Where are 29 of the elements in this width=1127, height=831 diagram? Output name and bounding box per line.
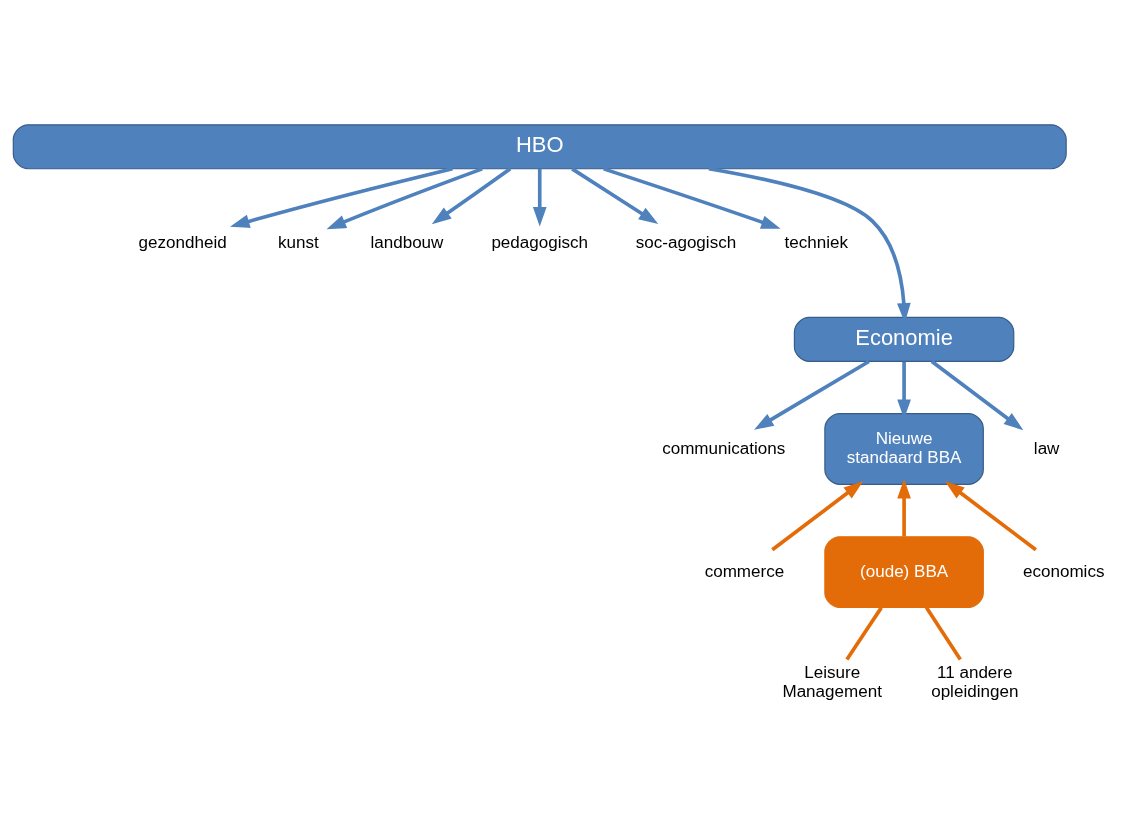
- node-text: communications: [662, 438, 786, 458]
- node-text: law: [1033, 438, 1060, 458]
- connector: [845, 606, 883, 661]
- arrow: [603, 167, 781, 229]
- arrow: [571, 167, 659, 225]
- node-text: kunst: [278, 232, 319, 252]
- arrow: [754, 359, 870, 430]
- node-box: Economie: [793, 316, 1015, 362]
- connector: [924, 606, 962, 661]
- arrow: [944, 481, 1037, 552]
- node-text: economics: [1022, 561, 1105, 581]
- node-text: gezondheid: [138, 232, 227, 252]
- arrow: [771, 481, 864, 552]
- node-text: techniek: [784, 232, 849, 252]
- node-text: soc-agogisch: [635, 232, 737, 252]
- node-box: HBO: [12, 124, 1067, 170]
- arrow: [230, 166, 453, 228]
- arrow: [930, 360, 1024, 431]
- arrow: [431, 167, 512, 225]
- arrow: [532, 168, 547, 227]
- node-text: landbouw: [370, 232, 444, 252]
- node-text: commerce: [704, 561, 785, 581]
- node-text: pedagogisch: [491, 232, 589, 252]
- node-box: Nieuwe standaard BBA: [824, 413, 984, 485]
- node-box: (oude) BBA: [824, 536, 984, 609]
- node-text: Leisure Management: [782, 663, 882, 701]
- arrow: [326, 167, 483, 230]
- arrow: [897, 478, 911, 537]
- node-text: 11 andere opleidingen: [931, 663, 1019, 701]
